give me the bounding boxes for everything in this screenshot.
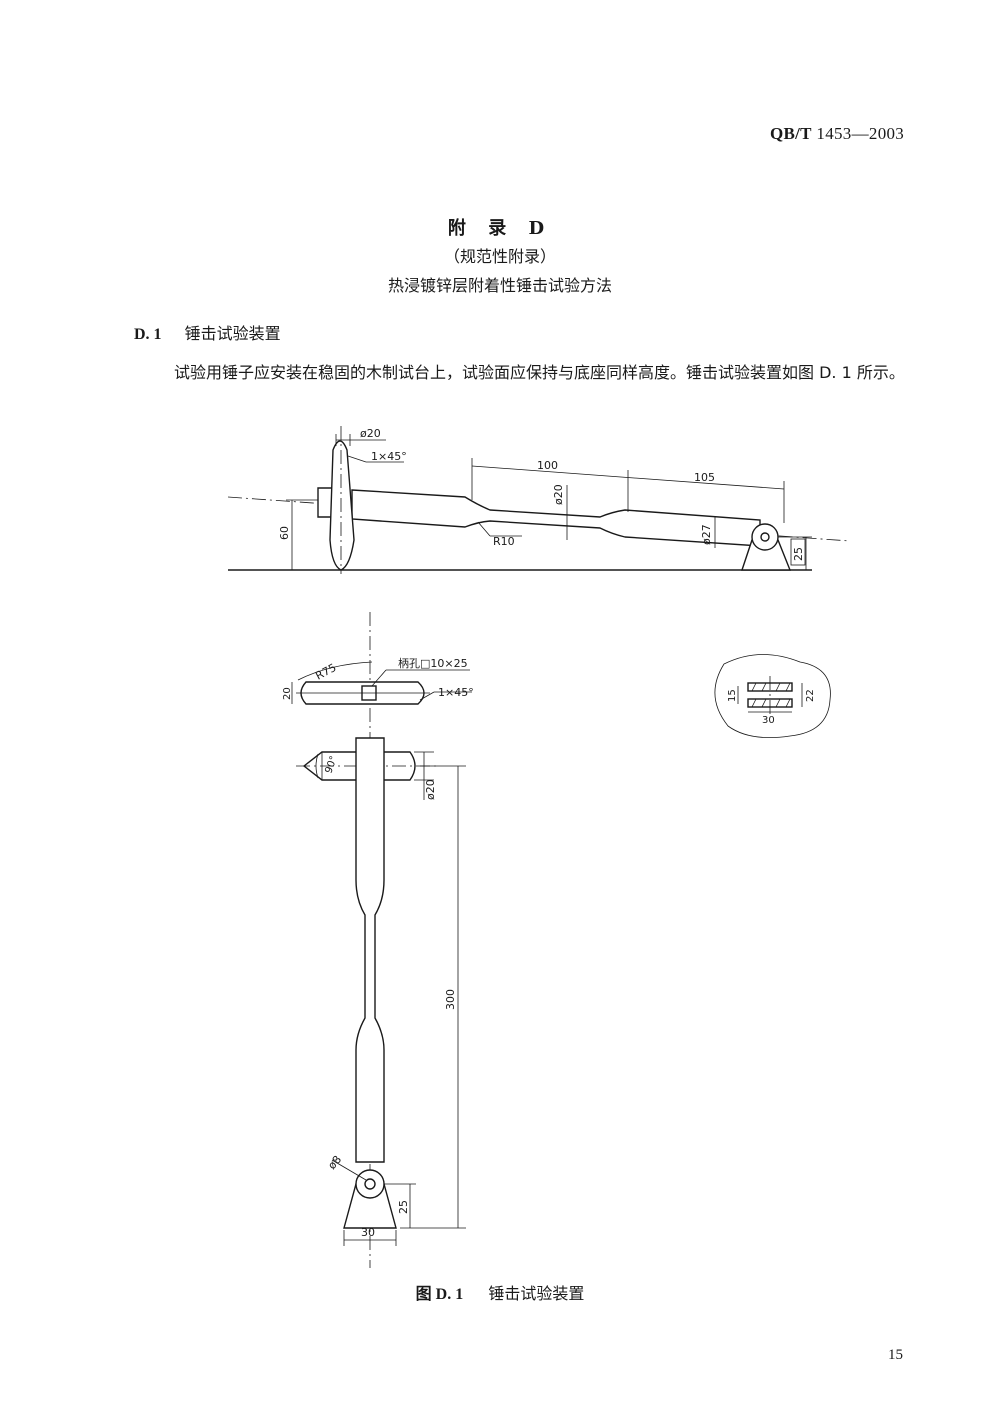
- figure-title: 锤击试验装置: [488, 1284, 585, 1303]
- dim-side-length-mid: 100: [537, 459, 558, 472]
- section-heading: D. 1 锤击试验装置: [134, 320, 281, 344]
- dim-side-length-end: 105: [694, 471, 715, 484]
- dim-front-base-width: 30: [361, 1226, 375, 1239]
- dim-front-pin-dia: ø8: [325, 1153, 344, 1172]
- dim-detail-width: 30: [762, 715, 775, 726]
- section-number: D. 1: [134, 326, 162, 343]
- dim-top-width: 20: [282, 687, 293, 700]
- page-number: 15: [888, 1347, 903, 1363]
- figure-caption: 图 D. 1 锤击试验装置: [0, 1280, 1000, 1304]
- dim-detail-outer: 22: [805, 689, 816, 702]
- dim-side-shaft-dia: ø27: [700, 524, 713, 545]
- hammer-head: [329, 440, 355, 571]
- dim-side-head-dia: ø20: [360, 427, 381, 440]
- section-title: 锤击试验装置: [184, 324, 281, 343]
- dim-front-length: 300: [444, 989, 457, 1010]
- dim-front-base-height: 25: [397, 1200, 410, 1214]
- head-top-view: R75 20 柄孔□10×25 1×45°: [282, 612, 474, 1268]
- appendix-type: （规范性附录）: [443, 247, 556, 266]
- pivot-pin: [760, 532, 770, 542]
- dim-side-chamfer: 1×45°: [371, 450, 407, 463]
- dim-top-slot: 柄孔□10×25: [398, 657, 468, 670]
- dim-front-head-dia: ø20: [424, 779, 437, 800]
- front-view: 90° ø20 300 ø8 25 30: [296, 737, 466, 1246]
- pivot-eye: [751, 523, 779, 551]
- front-shaft: [355, 737, 385, 1163]
- dim-detail-inner: 15: [727, 689, 738, 702]
- dim-side-radius: R10: [493, 535, 515, 548]
- figure-label: 图 D. 1: [415, 1286, 464, 1303]
- standard-prefix: QB/T: [770, 124, 812, 143]
- side-view: ø20 1×45° 100 105 ø20 R10 ø27 60 25: [227, 426, 851, 574]
- dim-top-chamfer: 1×45°: [438, 686, 474, 699]
- standard-number: QB/T 1453—2003: [770, 124, 904, 144]
- dim-top-radius: R75: [313, 661, 338, 683]
- dim-side-height: 60: [278, 526, 291, 540]
- dim-side-neck-dia: ø20: [552, 484, 565, 505]
- appendix-title: 附 录 D: [447, 218, 553, 239]
- detail-outline: [714, 654, 831, 738]
- detail-view: 15 22 30: [714, 654, 831, 738]
- standard-code: 1453—2003: [816, 124, 905, 143]
- appendix-name: 热浸镀锌层附着性锤击试验方法: [387, 276, 612, 295]
- front-pin: [364, 1178, 376, 1190]
- dim-side-base-height: 25: [792, 547, 805, 561]
- section-paragraph: 试验用锤子应安装在稳固的木制试台上，试验面应保持与底座同样高度。锤击试验装置如图…: [174, 363, 905, 382]
- front-eye: [355, 1169, 385, 1199]
